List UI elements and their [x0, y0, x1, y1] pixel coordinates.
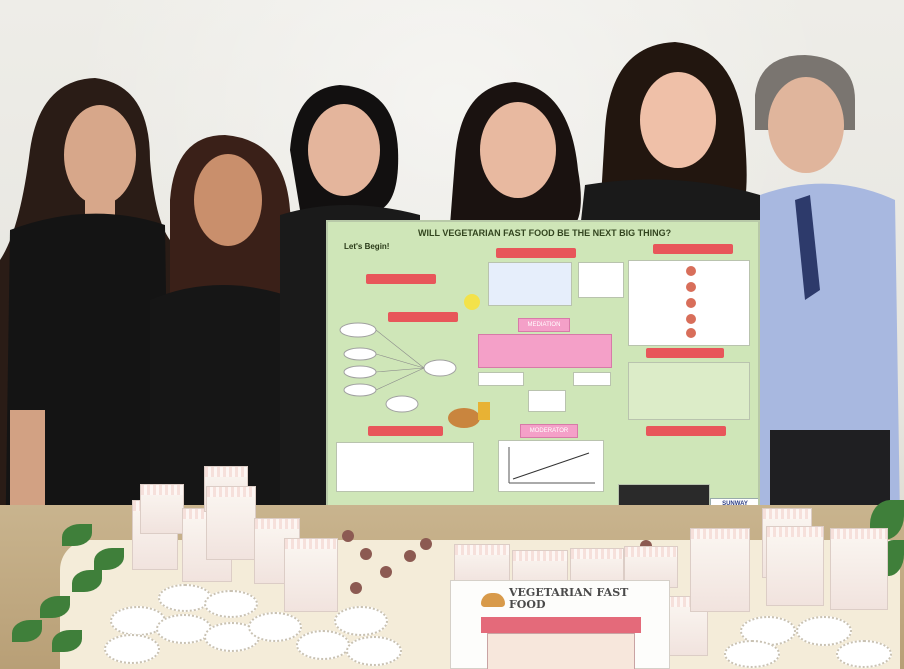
dried-flower [404, 550, 416, 562]
poster-dot [686, 282, 696, 292]
poster-moderator-label: MODERATOR [520, 424, 578, 438]
poster-mediation-label: MEDIATION [518, 318, 570, 332]
ivy-leaf [40, 596, 70, 618]
poster-result-box [528, 390, 566, 412]
paper-doily [204, 590, 258, 618]
paper-doily [836, 640, 892, 668]
person-4 [450, 82, 581, 225]
paper-doily [296, 630, 350, 660]
poster-dot [686, 328, 696, 338]
poster-ribbon [653, 244, 733, 254]
poster-ribbon [366, 274, 436, 284]
dried-flower [420, 538, 432, 550]
poster-graph-box [498, 440, 604, 492]
paper-doily [334, 606, 388, 636]
ivy-leaf [62, 524, 92, 546]
poster-mediation-box [478, 334, 612, 368]
poster-ribbon [368, 426, 443, 436]
shop-front [487, 633, 635, 669]
paper-doily [104, 634, 160, 664]
poster-result-box [573, 372, 611, 386]
poster-table-box [488, 262, 572, 306]
paper-bag [206, 486, 256, 560]
dried-flower [342, 530, 354, 542]
paper-bag [284, 538, 338, 612]
dried-flower [360, 548, 372, 560]
person-2 [150, 135, 300, 520]
paper-bag [830, 528, 888, 610]
ivy-leaf [52, 630, 82, 652]
poster-mindmap [339, 294, 490, 428]
paper-doily [724, 640, 780, 668]
poster-ribbon [646, 426, 726, 436]
dried-flower [350, 582, 362, 594]
poster-ribbon [388, 312, 458, 322]
research-poster: WILL VEGETARIAN FAST FOOD BE THE NEXT BI… [326, 220, 760, 528]
person-6 [755, 55, 900, 521]
people-group [0, 42, 900, 560]
poster-dot [686, 298, 696, 308]
poster-intro: Let's Begin! [344, 242, 390, 251]
person-5 [580, 42, 765, 230]
poster-title: WILL VEGETARIAN FAST FOOD BE THE NEXT BI… [418, 228, 672, 238]
burger-icon [481, 593, 505, 607]
paper-bag [454, 544, 510, 584]
vegetarian-fast-food-sign: VEGETARIAN FAST FOOD [450, 580, 670, 669]
paper-doily [248, 612, 302, 642]
paper-bag [140, 484, 184, 534]
poster-ribbon [496, 248, 576, 258]
ivy-leaf [94, 548, 124, 570]
paper-doily [158, 584, 212, 612]
poster-shop-box [578, 262, 624, 298]
shop-awning [481, 617, 641, 633]
poster-conclusion-box [628, 362, 750, 420]
sunway-logo-text: SUNWAY [722, 501, 748, 507]
paper-bag [690, 528, 750, 612]
ivy-leaf [72, 570, 102, 592]
dried-flower [380, 566, 392, 578]
ivy-leaf [12, 620, 42, 642]
poster-graph [508, 447, 595, 484]
sign-title: VEGETARIAN FAST FOOD [509, 586, 629, 611]
poster-tables-bottom [336, 442, 474, 492]
poster-result-box [478, 372, 524, 386]
poster-dot [686, 266, 696, 276]
paper-bag [766, 526, 824, 606]
poster-dot [686, 314, 696, 324]
paper-doily [796, 616, 852, 646]
poster-ribbon [646, 348, 724, 358]
paper-doily [346, 636, 402, 666]
